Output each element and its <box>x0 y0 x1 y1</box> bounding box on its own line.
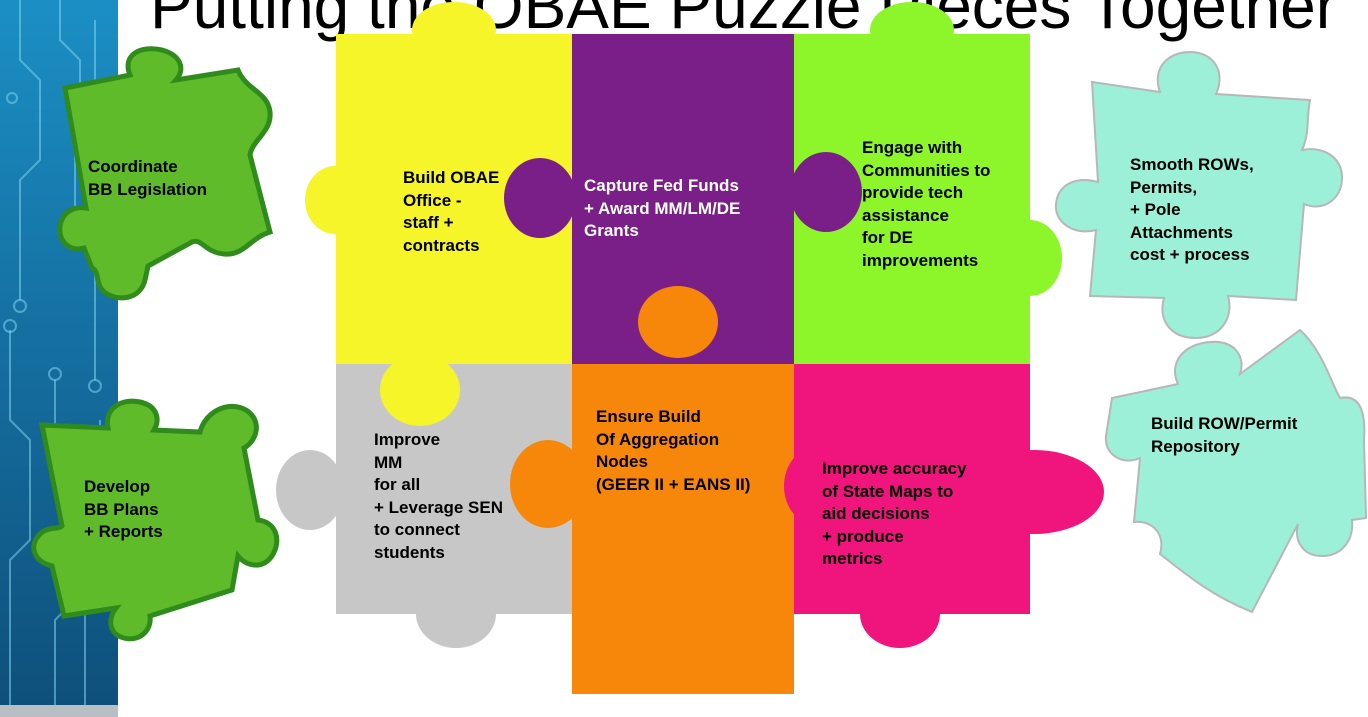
puzzle-piece-coordinate <box>57 46 274 301</box>
tab-yellow-left <box>305 166 365 234</box>
puzzle-piece-repository <box>1104 328 1368 614</box>
tab-magenta-bottom <box>860 580 940 648</box>
tab-lime-right <box>998 220 1062 296</box>
tab-purple-right <box>790 152 862 232</box>
label-engage-communities: Engage with Communities to provide tech … <box>862 138 991 270</box>
piece-orange <box>572 364 794 694</box>
label-improve-mm: Improve MM for all + Leverage SEN to con… <box>374 430 503 562</box>
puzzle-piece-develop <box>31 398 280 642</box>
label-smooth-rows: Smooth ROWs, Permits, + Pole Attachments… <box>1130 155 1254 264</box>
tab-orange-left <box>510 440 586 528</box>
label-capture-fed-funds: Capture Fed Funds + Award MM/LM/DE Grant… <box>584 176 741 240</box>
tab-orange-top <box>638 286 718 358</box>
tab-magenta-right <box>964 450 1104 534</box>
label-coordinate-bb-legislation: Coordinate BB Legislation <box>88 157 208 199</box>
tab-magenta-left <box>784 446 852 526</box>
label-improve-accuracy: Improve accuracy of State Maps to aid de… <box>822 459 967 568</box>
tab-gray-bottom <box>416 580 496 648</box>
label-build-obae-office: Build OBAE Office - staff + contracts <box>403 168 500 255</box>
puzzle-piece-smooth <box>1054 50 1344 340</box>
tab-yellow-bottom <box>380 354 460 426</box>
tab-purple-left <box>504 158 576 238</box>
label-develop-bb-plans: Develop BB Plans + Reports <box>84 477 163 541</box>
label-build-row-repository: Build ROW/Permit Repository <box>1151 414 1298 456</box>
tab-lime-top <box>870 2 954 58</box>
label-ensure-build: Ensure Build Of Aggregation Nodes (GEER … <box>596 407 751 494</box>
tab-gray-left <box>276 450 344 530</box>
sidebar-footer-strip <box>0 705 118 717</box>
tab-yellow-top <box>412 2 496 58</box>
